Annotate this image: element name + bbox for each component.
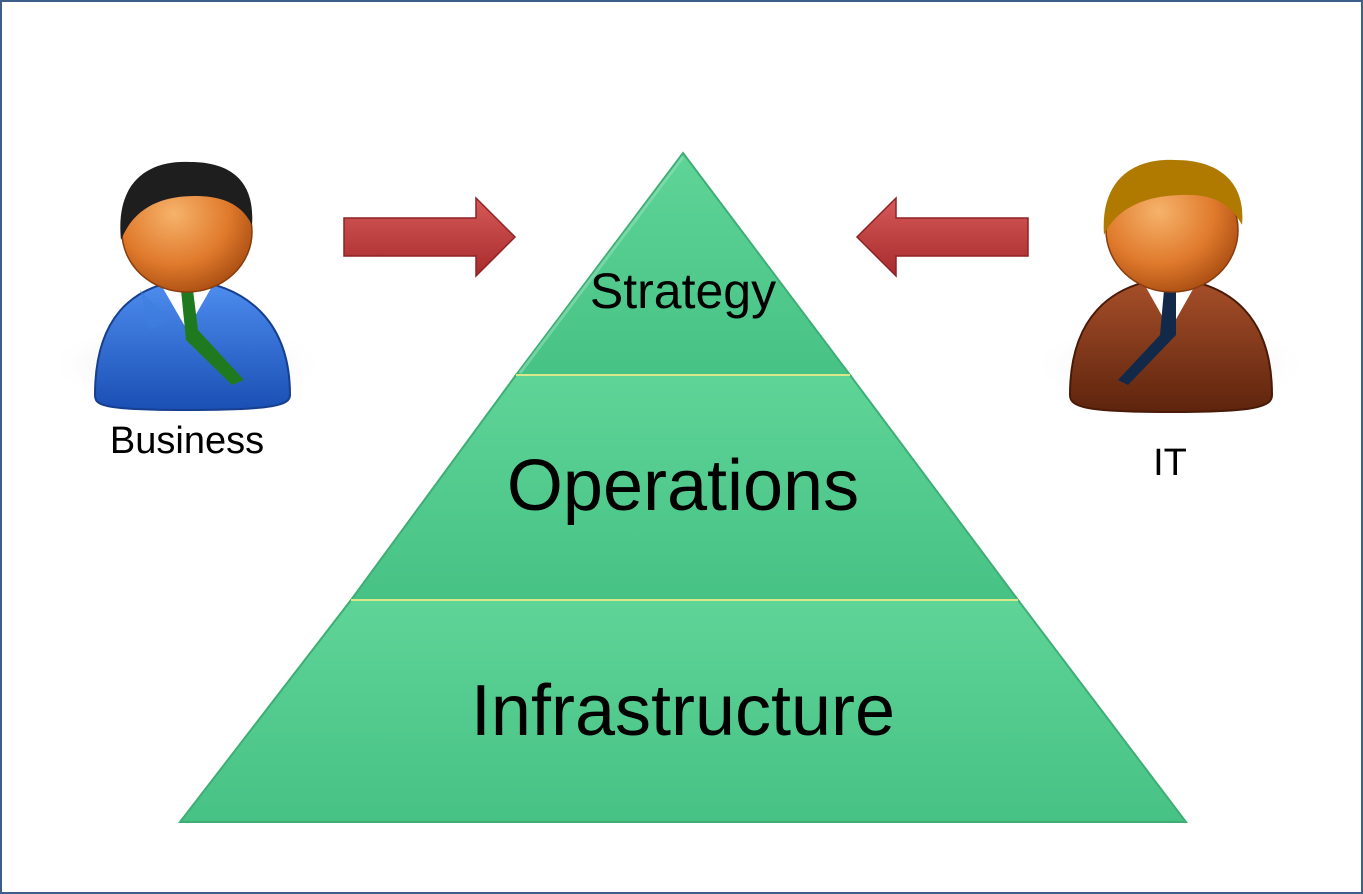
infrastructure-label: Infrastructure: [470, 671, 896, 751]
arrow-right: [343, 196, 517, 278]
business-label: Business: [109, 420, 265, 462]
it-person-icon: [1030, 159, 1310, 414]
tier-highlight: [518, 156, 685, 374]
pyramid: [177, 151, 1189, 823]
operations-label: Operations: [506, 446, 860, 526]
business-person-icon: [47, 161, 327, 412]
strategy-label: Strategy: [589, 263, 777, 319]
arrow-left: [855, 196, 1029, 278]
it-label: IT: [1153, 442, 1187, 484]
